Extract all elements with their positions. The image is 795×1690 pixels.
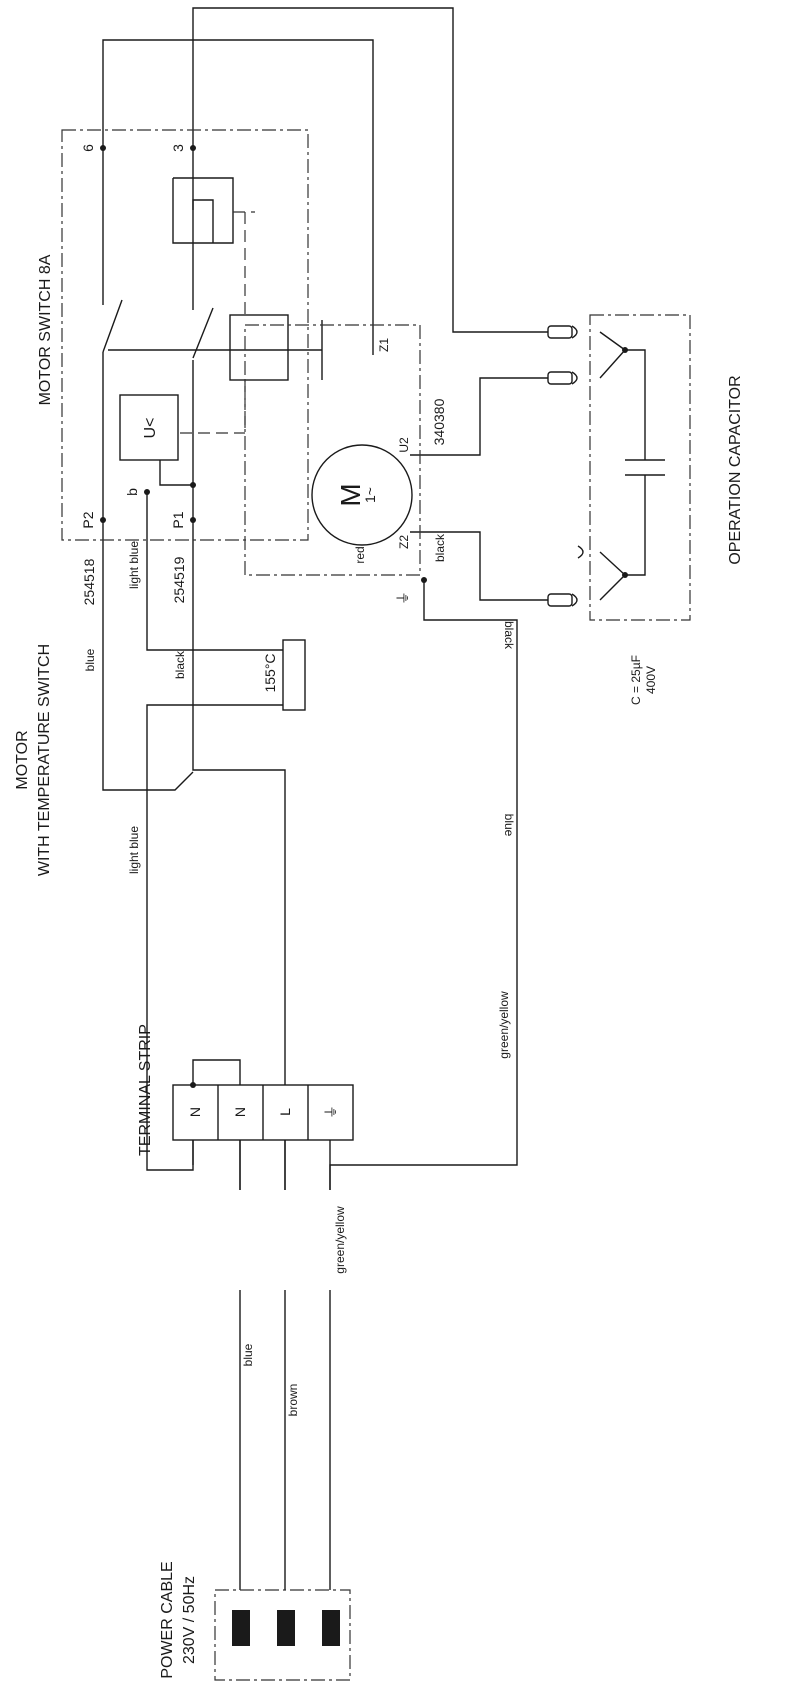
wire-label-brown-cable: brown bbox=[286, 1384, 300, 1417]
plug-pin-pe bbox=[322, 1610, 340, 1646]
motor-symbol-label: M bbox=[335, 483, 366, 506]
wires bbox=[102, 7, 548, 1590]
capacitor-voltage: 400V bbox=[644, 666, 658, 694]
wire-label-black-cap: black bbox=[502, 621, 516, 650]
wire-label-black-mid: black bbox=[173, 650, 187, 679]
terminal-p2: P2 bbox=[80, 511, 96, 528]
motor-switch-box bbox=[61, 129, 309, 541]
terminal-strip-l: L bbox=[277, 1108, 293, 1116]
motor-z2-label: Z2 bbox=[397, 535, 411, 549]
wire-red bbox=[102, 39, 374, 355]
wire-label-black-right: black bbox=[433, 533, 447, 562]
wire-label-254519: 254519 bbox=[171, 556, 187, 603]
wire-label-green-yellow-cable: green/yellow bbox=[333, 1206, 347, 1274]
wire-label-green-yellow-mid: green/yellow bbox=[497, 991, 511, 1059]
wire-light-blue-top bbox=[146, 492, 287, 651]
thermal-element bbox=[172, 177, 234, 244]
capacitor-box bbox=[589, 314, 691, 621]
power-cable-box bbox=[214, 1589, 351, 1681]
terminal-3: 3 bbox=[170, 144, 186, 152]
terminal-6: 6 bbox=[80, 144, 96, 152]
operation-capacitor bbox=[547, 314, 691, 621]
thermal-element-inner bbox=[192, 199, 214, 243]
title-motor-line2: WITH TEMPERATURE SWITCH bbox=[36, 644, 53, 876]
wire-label-blue-cap: blue bbox=[502, 814, 516, 837]
terminal-b: b bbox=[124, 488, 140, 496]
wire-label-blue-cable: blue bbox=[241, 1343, 255, 1366]
switch-contact-1 bbox=[102, 299, 123, 353]
capacitor-value: C = 25µF bbox=[629, 655, 643, 705]
motor-z1-label: Z1 bbox=[377, 338, 391, 352]
wire-label-light-blue-mid: light blue bbox=[127, 826, 141, 874]
wire-black-340380 bbox=[192, 7, 548, 333]
plug-pin-n bbox=[232, 1610, 250, 1646]
wire-label-red: red bbox=[353, 546, 367, 563]
terminal-strip-earth: ⏚ bbox=[323, 1105, 339, 1119]
wire-label-340380: 340380 bbox=[431, 398, 447, 445]
motor-switch bbox=[61, 129, 323, 541]
motor-symbol bbox=[311, 444, 413, 546]
wire-motor-z2 bbox=[410, 531, 548, 601]
earth-icon: ⏚ bbox=[395, 591, 411, 605]
plug-pin-l bbox=[277, 1610, 295, 1646]
title-terminal-strip: TERMINAL STRIP bbox=[137, 1024, 154, 1156]
terminal-strip-n2: N bbox=[232, 1107, 248, 1117]
undervoltage-box bbox=[119, 394, 179, 461]
wire-motor-u2 bbox=[410, 377, 548, 456]
motor-box bbox=[244, 324, 421, 576]
title-power-cable-line2: 230V / 50Hz bbox=[181, 1576, 198, 1664]
undervoltage-label: U< bbox=[142, 418, 159, 439]
motor-phase-label: 1~ bbox=[362, 487, 378, 503]
wire-blue-254518 bbox=[102, 520, 194, 791]
terminal-strip bbox=[172, 1082, 354, 1190]
wire-black-254519 bbox=[192, 520, 286, 1190]
relay-coil bbox=[229, 314, 289, 381]
motor-u2-label: U2 bbox=[397, 437, 411, 453]
power-cable bbox=[214, 1589, 351, 1681]
wire-label-blue-top: blue bbox=[83, 648, 97, 671]
title-motor-line1: MOTOR bbox=[14, 730, 31, 789]
terminal-strip-n1: N bbox=[187, 1107, 203, 1117]
title-power-cable-line1: POWER CABLE bbox=[159, 1561, 176, 1678]
motor bbox=[244, 324, 427, 711]
temperature-switch bbox=[282, 639, 306, 711]
wire-green-yellow-motor bbox=[329, 580, 518, 1190]
switch-contact-2 bbox=[192, 307, 214, 359]
title-motor-switch: MOTOR SWITCH 8A bbox=[37, 254, 54, 405]
temp-switch-label: 155°C bbox=[262, 653, 278, 692]
terminal-p1: P1 bbox=[170, 511, 186, 528]
title-operation-capacitor: OPERATION CAPACITOR bbox=[727, 375, 744, 564]
wire-label-254518: 254518 bbox=[81, 558, 97, 605]
wire-label-light-blue-top: light blue bbox=[127, 541, 141, 589]
